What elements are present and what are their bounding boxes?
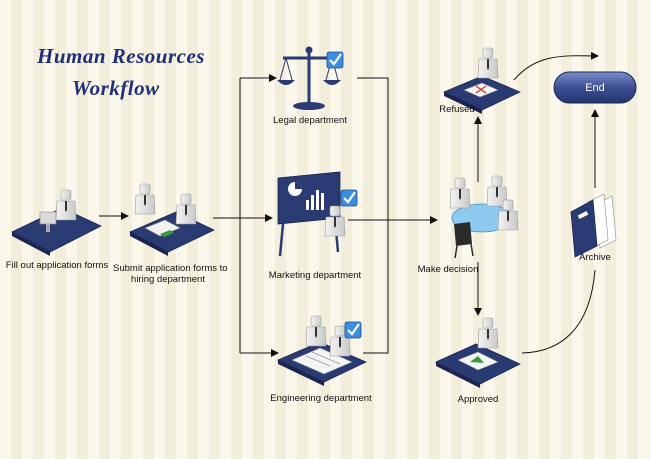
submit-forms-illustration bbox=[129, 183, 215, 256]
fill-forms-illustration bbox=[11, 189, 102, 256]
refused-illustration bbox=[443, 47, 521, 114]
marketing-illustration bbox=[277, 171, 359, 257]
archive-illustration bbox=[570, 193, 617, 258]
label-decision: Make decision bbox=[417, 264, 479, 275]
connector-engineering-out bbox=[363, 220, 389, 354]
label-approved: Approved bbox=[457, 394, 499, 405]
label-engineering: Engineering department bbox=[270, 393, 372, 404]
connector-refused-to-end bbox=[513, 51, 599, 81]
label-archive: Archive bbox=[579, 252, 611, 263]
label-refused: Refused bbox=[439, 104, 475, 115]
connector-legal-out bbox=[357, 77, 389, 220]
end-label: End bbox=[585, 82, 605, 94]
label-submit-forms-line2: hiring department bbox=[131, 274, 205, 285]
decision-illustration bbox=[449, 175, 519, 259]
label-submit-forms-line1: Submit application forms to bbox=[113, 263, 228, 274]
connector-approved-to-archive bbox=[521, 269, 596, 354]
diagram-title-line2: Workflow bbox=[72, 76, 160, 100]
approved-illustration bbox=[435, 317, 521, 388]
legal-illustration bbox=[277, 46, 345, 110]
label-marketing: Marketing department bbox=[268, 270, 362, 281]
engineering-illustration bbox=[277, 315, 367, 386]
diagram-title-line1: Human Resources bbox=[37, 44, 205, 68]
label-fill-forms: Fill out application forms bbox=[5, 260, 109, 271]
label-legal: Legal department bbox=[273, 115, 347, 126]
connectors bbox=[99, 51, 599, 357]
end-terminator: End bbox=[553, 71, 637, 104]
